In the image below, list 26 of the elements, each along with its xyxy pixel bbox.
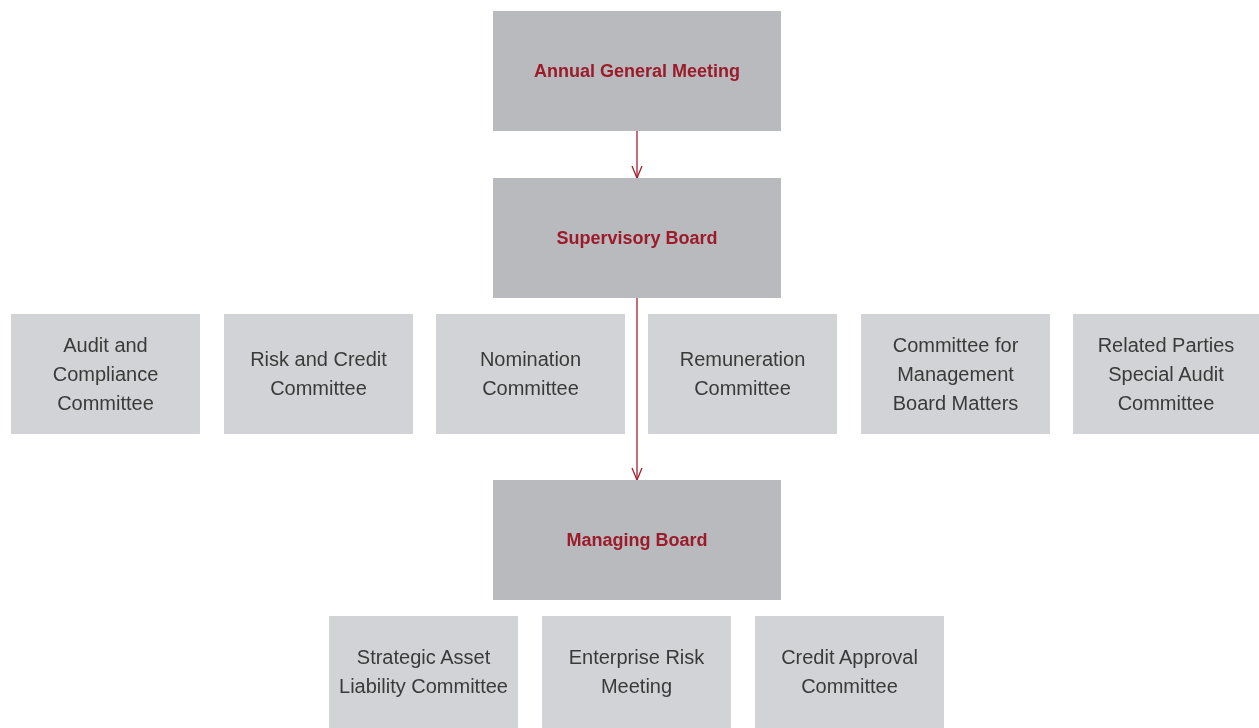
committee-name: Strategic Asset Liability Committee bbox=[338, 645, 509, 699]
board-box bbox=[493, 178, 781, 298]
committee-box bbox=[648, 314, 837, 434]
committee-name: Nomination Committee bbox=[478, 347, 583, 401]
committee-name: Related Parties Special Audit Committee bbox=[1096, 332, 1236, 416]
committee-box bbox=[542, 616, 731, 728]
committee-name: Risk and Credit Committee bbox=[249, 347, 388, 401]
committee-box bbox=[11, 314, 200, 434]
board-title: Managing Board bbox=[566, 528, 708, 552]
committee-box bbox=[1073, 314, 1259, 434]
committee-box bbox=[755, 616, 944, 728]
committee-box bbox=[224, 314, 413, 434]
board-box bbox=[493, 11, 781, 131]
committee-name: Audit and Compliance Committee bbox=[51, 332, 160, 416]
arrow bbox=[631, 297, 643, 481]
committee-name: Committee for Management Board Matters bbox=[891, 332, 1020, 416]
committee-box bbox=[861, 314, 1050, 434]
board-title: Supervisory Board bbox=[556, 226, 718, 250]
committee-name: Enterprise Risk Meeting bbox=[567, 645, 706, 699]
committee-name: Credit Approval Committee bbox=[780, 645, 919, 699]
committee-name: Remuneration Committee bbox=[678, 347, 807, 401]
board-title: Annual General Meeting bbox=[533, 59, 740, 83]
board-box bbox=[493, 480, 781, 600]
committee-box bbox=[329, 616, 518, 728]
arrow bbox=[631, 130, 643, 179]
committee-box bbox=[436, 314, 625, 434]
